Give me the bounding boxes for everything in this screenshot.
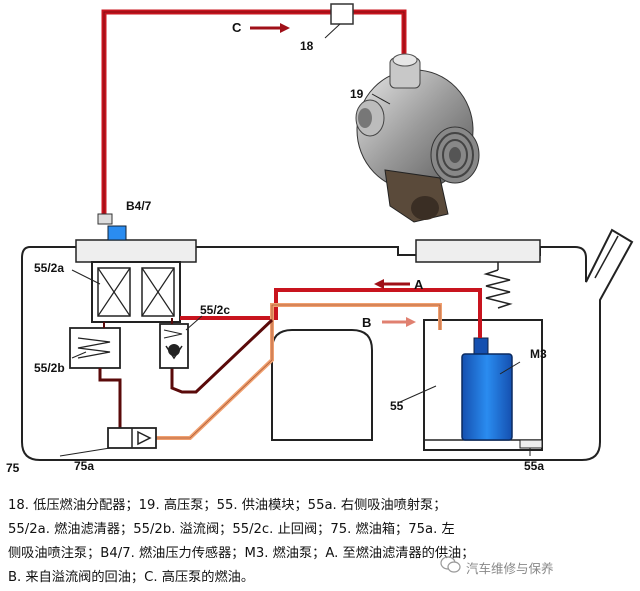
flange-plate-right <box>415 239 541 263</box>
arrow-right-icon <box>250 23 290 33</box>
fuel-system-diagram: C A B 18 19 B4/7 55/2a 55/2b 55/2c M3 55… <box>6 3 634 475</box>
label-18: 18 <box>300 39 314 53</box>
flange-plate-left <box>75 239 197 263</box>
label-75a: 75a <box>74 459 94 473</box>
fuel-tank-outline <box>21 228 634 461</box>
right-jet-pump-55a <box>519 439 543 449</box>
fuel-filter-element-right <box>141 267 175 317</box>
overflow-return-line <box>98 368 122 428</box>
wechat-icon <box>440 556 461 573</box>
label-19: 19 <box>350 87 364 101</box>
high-pressure-pump-icon <box>355 53 480 223</box>
left-jet-pump-75a <box>107 427 157 449</box>
watermark-text: 汽车维修与保养 <box>466 561 554 576</box>
label-b: B <box>362 315 371 330</box>
fuel-line-a <box>180 288 482 338</box>
legend-text: 18. 低压燃油分配器；19. 高压泵；55. 供油模块；55a. 右侧吸油喷射… <box>8 494 632 590</box>
label-m3: M3 <box>530 347 547 361</box>
check-valve-icon <box>159 323 189 369</box>
label-75: 75 <box>6 461 20 475</box>
pressure-sensor-b47 <box>107 225 127 241</box>
low-pressure-distributor-18 <box>330 3 354 25</box>
label-a: A <box>414 277 424 292</box>
legend-line: 55/2a. 燃油滤清器；55/2b. 溢流阀；55/2c. 止回阀；75. 燃… <box>8 522 455 537</box>
overflow-valve-55-2b <box>69 327 121 369</box>
fuel-pump-m3 <box>461 353 513 441</box>
label-55: 55 <box>390 399 404 413</box>
filler-neck-line <box>594 235 619 279</box>
label-55-2a: 55/2a <box>34 261 64 275</box>
pressure-sensor-stem <box>97 213 113 225</box>
spring-icon <box>483 269 513 309</box>
check-valve-line <box>170 318 274 394</box>
legend-line: 侧吸油喷注泵；B4/7. 燃油压力传感器；M3. 燃油泵；A. 至燃油滤清器的供… <box>8 546 475 561</box>
legend-line: B. 来自溢流阀的回油；C. 高压泵的燃油。 <box>8 570 255 585</box>
spring-icon <box>77 337 111 359</box>
label-c: C <box>232 20 242 35</box>
fuel-tank-hump <box>271 329 373 441</box>
fuel-filter-box <box>91 261 181 323</box>
arrow-right-icon <box>382 317 416 327</box>
label-55-2c: 55/2c <box>200 303 230 317</box>
fuel-pump-top <box>473 337 489 355</box>
fuel-filter-element-left <box>97 267 131 317</box>
label-b47: B4/7 <box>126 199 152 213</box>
label-55a: 55a <box>524 459 544 473</box>
label-55-2b: 55/2b <box>34 361 65 375</box>
arrow-left-icon <box>374 279 410 289</box>
legend-line: 18. 低压燃油分配器；19. 高压泵；55. 供油模块；55a. 右侧吸油喷射… <box>8 498 447 513</box>
